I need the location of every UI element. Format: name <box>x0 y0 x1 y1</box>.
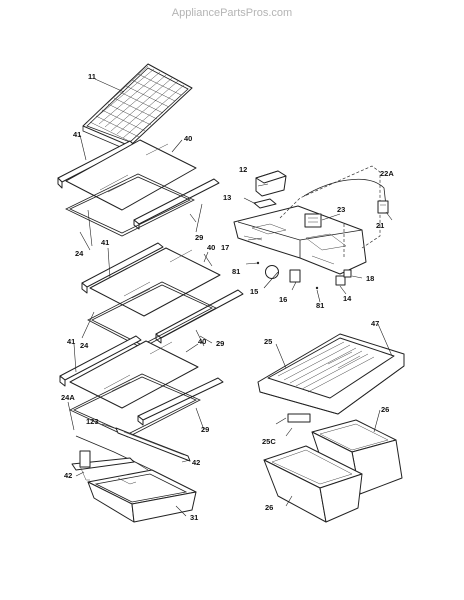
callout-41-c: 41 <box>67 337 75 346</box>
callout-81-a: 81 <box>232 267 240 276</box>
callout-81-b: 81 <box>316 301 324 310</box>
callout-24-b: 24 <box>80 341 89 350</box>
callout-22A: 22A <box>380 169 394 178</box>
glass-shelf-assembly-3 <box>59 335 224 471</box>
crisper-cover <box>257 323 405 437</box>
callout-15: 15 <box>250 287 258 296</box>
watermark-text: AppliancePartsPros.com <box>172 7 292 19</box>
callout-47: 47 <box>371 319 379 328</box>
wire-shelf <box>82 63 193 152</box>
callout-40-c: 40 <box>198 337 206 346</box>
callout-25: 25 <box>264 337 272 346</box>
callout-12: 12 <box>239 165 247 174</box>
glass-shelf-assembly-1 <box>57 139 220 237</box>
callout-29-c: 29 <box>201 425 209 434</box>
callout-17: 17 <box>221 243 229 252</box>
callout-29-b: 29 <box>216 339 224 348</box>
callout-123: 123 <box>86 417 99 426</box>
callout-40-a: 40 <box>184 134 192 143</box>
callout-25C: 25C <box>262 437 276 446</box>
callout-13: 13 <box>223 193 231 202</box>
callout-24-a: 24 <box>75 249 84 258</box>
callout-42-b: 42 <box>64 471 72 480</box>
callout-42-a: 42 <box>192 458 200 467</box>
crisper-drawers-right <box>263 409 403 523</box>
control-housing-assembly <box>233 165 393 303</box>
glass-shelf-assembly-2 <box>81 242 244 349</box>
callout-26-a: 26 <box>381 405 389 414</box>
crisper-drawer-left <box>87 469 197 523</box>
crisper-rail <box>71 450 149 481</box>
callout-29-a: 29 <box>195 233 203 242</box>
callout-11: 11 <box>88 72 96 81</box>
callout-41-a: 41 <box>73 130 81 139</box>
callout-26-b: 26 <box>265 503 273 512</box>
callout-16: 16 <box>279 295 287 304</box>
callout-40-b: 40 <box>207 243 215 252</box>
callout-18: 18 <box>366 274 374 283</box>
callout-labels: 11 41 40 24 29 41 40 24 29 41 40 24A 123… <box>61 72 394 522</box>
callout-24A: 24A <box>61 393 75 402</box>
callout-41-b: 41 <box>101 238 109 247</box>
callout-21: 21 <box>376 221 384 230</box>
callout-31: 31 <box>190 513 198 522</box>
callout-23: 23 <box>337 205 345 214</box>
leader-lines <box>67 78 213 517</box>
callout-14: 14 <box>343 294 352 303</box>
